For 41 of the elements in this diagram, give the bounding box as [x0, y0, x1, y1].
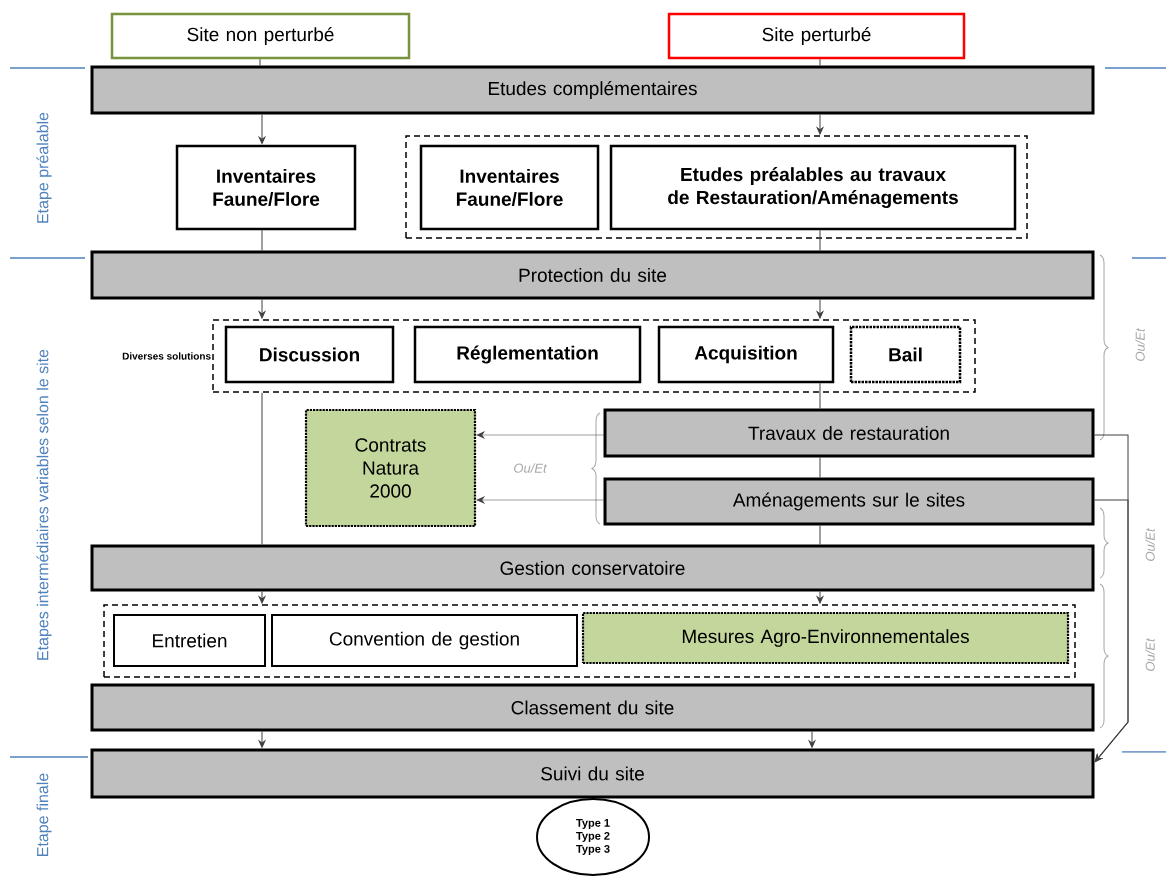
process-box: Inventaires Faune/Flore [175, 144, 357, 231]
process-box: Acquisition [657, 325, 835, 384]
choice-label: Ou/Et [1135, 327, 1145, 361]
arrow [816, 299, 824, 319]
arrow [808, 731, 816, 748]
choice-label: Ou/Et [1145, 527, 1155, 561]
stage-bar: Aménagements sur le sites [603, 477, 1095, 526]
stage-bar: Travaux de restauration [603, 408, 1095, 458]
arrow [258, 591, 266, 604]
stage-bar: Classement du site [90, 683, 1095, 732]
option-box: Bail [849, 325, 962, 384]
measure-box: Contrats Natura 2000 [304, 408, 477, 528]
stage-label: Etapes intermédiaires variables selon le site [36, 349, 52, 660]
stage-label: Etape préalable [36, 112, 52, 223]
stage-bar: Suivi du site [90, 748, 1095, 799]
process-box: Réglementation [413, 325, 642, 384]
arrow [476, 431, 604, 439]
dashed-group-frame [405, 135, 1028, 239]
process-box: Discussion [224, 325, 395, 384]
measure-box: Mesures Agro-Environnementales [581, 611, 1070, 665]
process-box: Inventaires Faune/Flore [419, 144, 600, 231]
process-box: Convention de gestion [271, 614, 578, 667]
choice-label: Ou/Et [514, 463, 548, 473]
arrow [258, 299, 266, 319]
stage-label: Etape finale [36, 773, 52, 856]
process-box: Etudes préalables au travaux de Restauration/Aménagements [609, 144, 1017, 231]
arrow [1094, 499, 1129, 763]
process-box: Entretien [113, 614, 266, 667]
stage-bar: Gestion conservatoire [90, 544, 1095, 592]
site-box: Site non perturbé [110, 12, 411, 60]
dashed-group-frame [103, 604, 1076, 678]
arrow [258, 114, 266, 144]
stage-bar: Etudes complémentaires [90, 65, 1095, 115]
choice-label: Ou/Et [1145, 637, 1155, 671]
arrow [816, 114, 824, 135]
arrow [816, 591, 824, 604]
arrow [476, 496, 604, 504]
arrow [258, 731, 266, 748]
stage-bar: Protection du site [90, 250, 1095, 300]
group-label: Diverses solutions [122, 352, 211, 360]
site-box: Site perturbé [667, 12, 966, 60]
